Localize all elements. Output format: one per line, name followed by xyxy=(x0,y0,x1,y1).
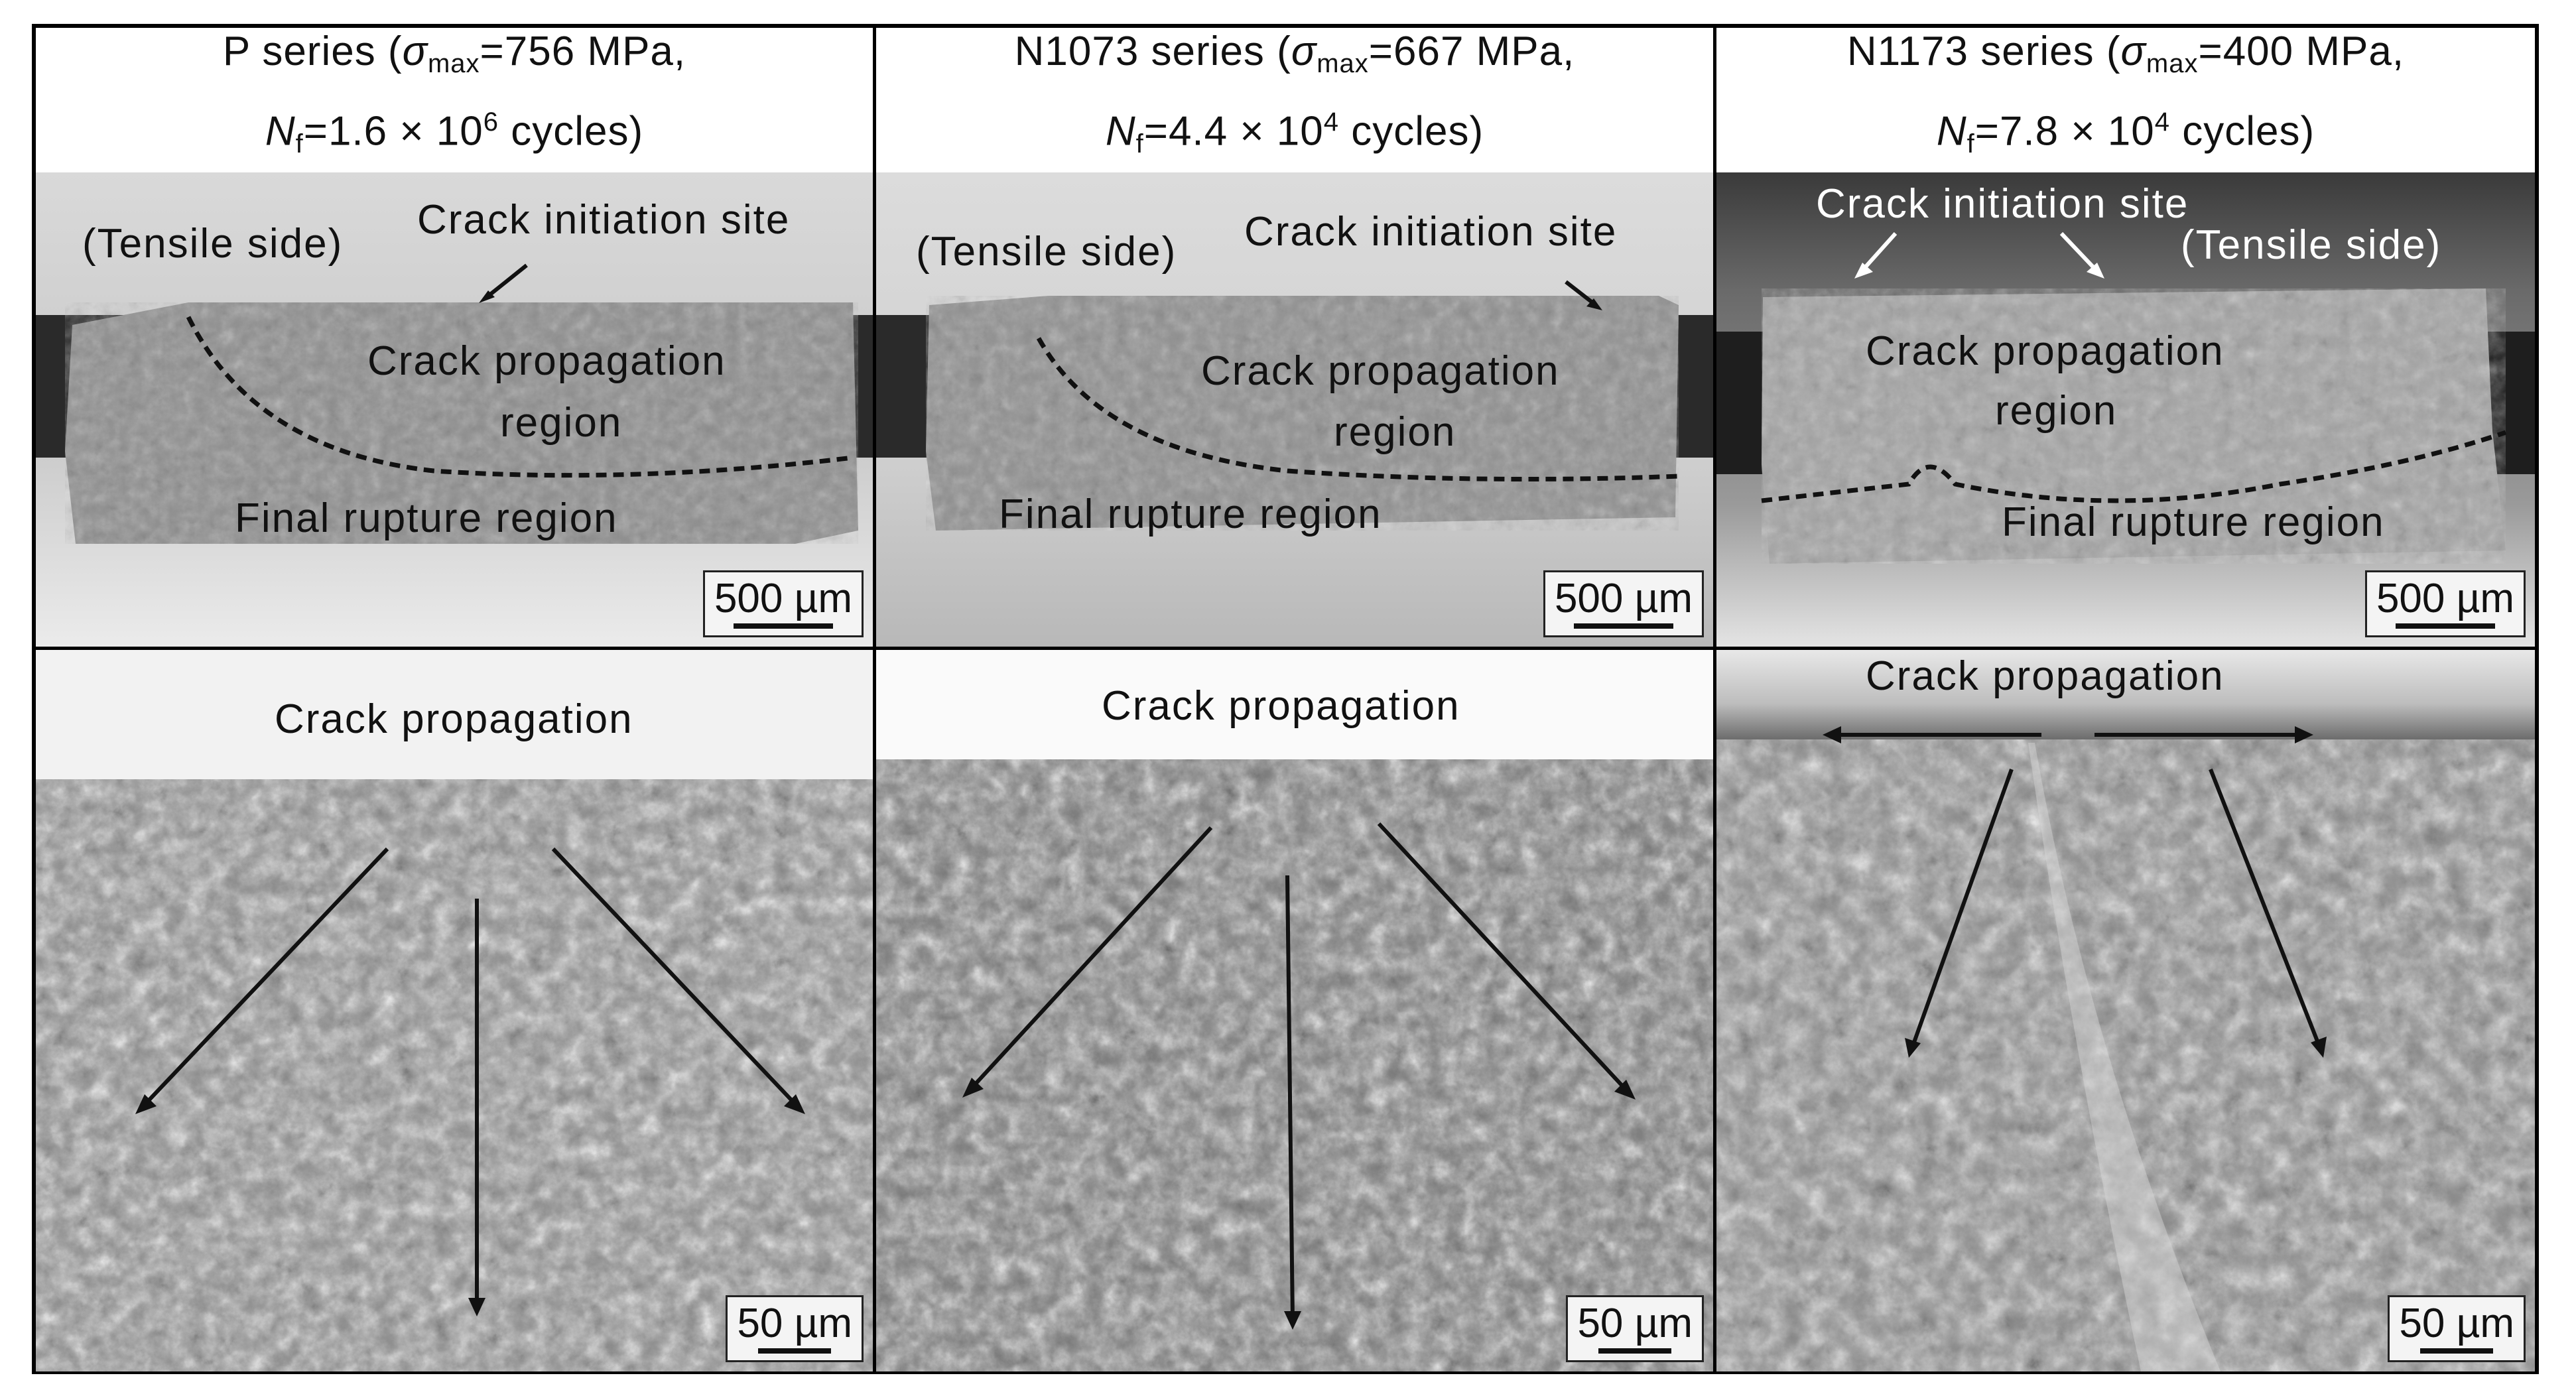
detail-fractograph: Crack propagation 50 µm xyxy=(876,650,1713,1371)
column-n1073-series: N1073 series (σmax=667 MPa, Nf=4.4 × 104… xyxy=(876,28,1713,1371)
svg-text:region: region xyxy=(500,400,622,446)
svg-text:Crack propagation: Crack propagation xyxy=(1866,328,2224,374)
column-header: N1073 series (σmax=667 MPa, Nf=4.4 × 104… xyxy=(1014,28,1575,159)
svg-text:(Tensile side): (Tensile side) xyxy=(916,229,1177,275)
svg-text:Crack propagation: Crack propagation xyxy=(1102,683,1460,729)
svg-text:Crack propagation: Crack propagation xyxy=(1866,653,2224,699)
svg-text:Crack propagation: Crack propagation xyxy=(367,338,726,384)
scale-bar: 50 µm xyxy=(1566,1295,1704,1362)
column-header: N1173 series (σmax=400 MPa, Nf=7.8 × 104… xyxy=(1846,28,2405,159)
column-n1173-series: N1173 series (σmax=400 MPa, Nf=7.8 × 104… xyxy=(1716,28,2535,1371)
overview-fractograph: Crack initiation site (Tensile side) Cra… xyxy=(1716,172,2535,647)
detail-fractograph: Crack propagation 50 µm xyxy=(36,650,873,1371)
detail-fractograph: Crack propagation 50 µm xyxy=(1716,650,2535,1371)
svg-text:Final rupture region: Final rupture region xyxy=(999,491,1382,537)
scale-bar: 500 µm xyxy=(1543,570,1704,637)
svg-text:Final rupture region: Final rupture region xyxy=(235,495,618,541)
svg-text:(Tensile side): (Tensile side) xyxy=(2181,222,2441,268)
svg-text:region: region xyxy=(1995,388,2117,434)
svg-text:Crack initiation site: Crack initiation site xyxy=(1816,181,2189,227)
scale-bar: 50 µm xyxy=(2388,1295,2526,1362)
svg-text:Final rupture region: Final rupture region xyxy=(2002,499,2385,545)
svg-text:(Tensile side): (Tensile side) xyxy=(82,221,343,267)
scale-bar: 500 µm xyxy=(2364,570,2526,637)
overview-fractograph: (Tensile side) Crack initiation site Cra… xyxy=(876,172,1713,647)
svg-text:Crack initiation site: Crack initiation site xyxy=(1244,209,1617,255)
svg-text:Crack propagation: Crack propagation xyxy=(275,696,633,742)
svg-text:Crack propagation: Crack propagation xyxy=(1201,348,1560,394)
column-p-series: P series (σmax=756 MPa, Nf=1.6 × 106 cyc… xyxy=(36,28,873,1371)
scale-bar: 500 µm xyxy=(702,570,864,637)
svg-text:region: region xyxy=(1334,409,1456,455)
column-header: P series (σmax=756 MPa, Nf=1.6 × 106 cyc… xyxy=(222,28,686,159)
fractography-figure: P series (σmax=756 MPa, Nf=1.6 × 106 cyc… xyxy=(32,24,2539,1374)
svg-text:Crack initiation site: Crack initiation site xyxy=(417,197,790,243)
scale-bar: 50 µm xyxy=(726,1295,864,1362)
overview-fractograph: (Tensile side) Crack initiation site Cra… xyxy=(36,172,873,647)
